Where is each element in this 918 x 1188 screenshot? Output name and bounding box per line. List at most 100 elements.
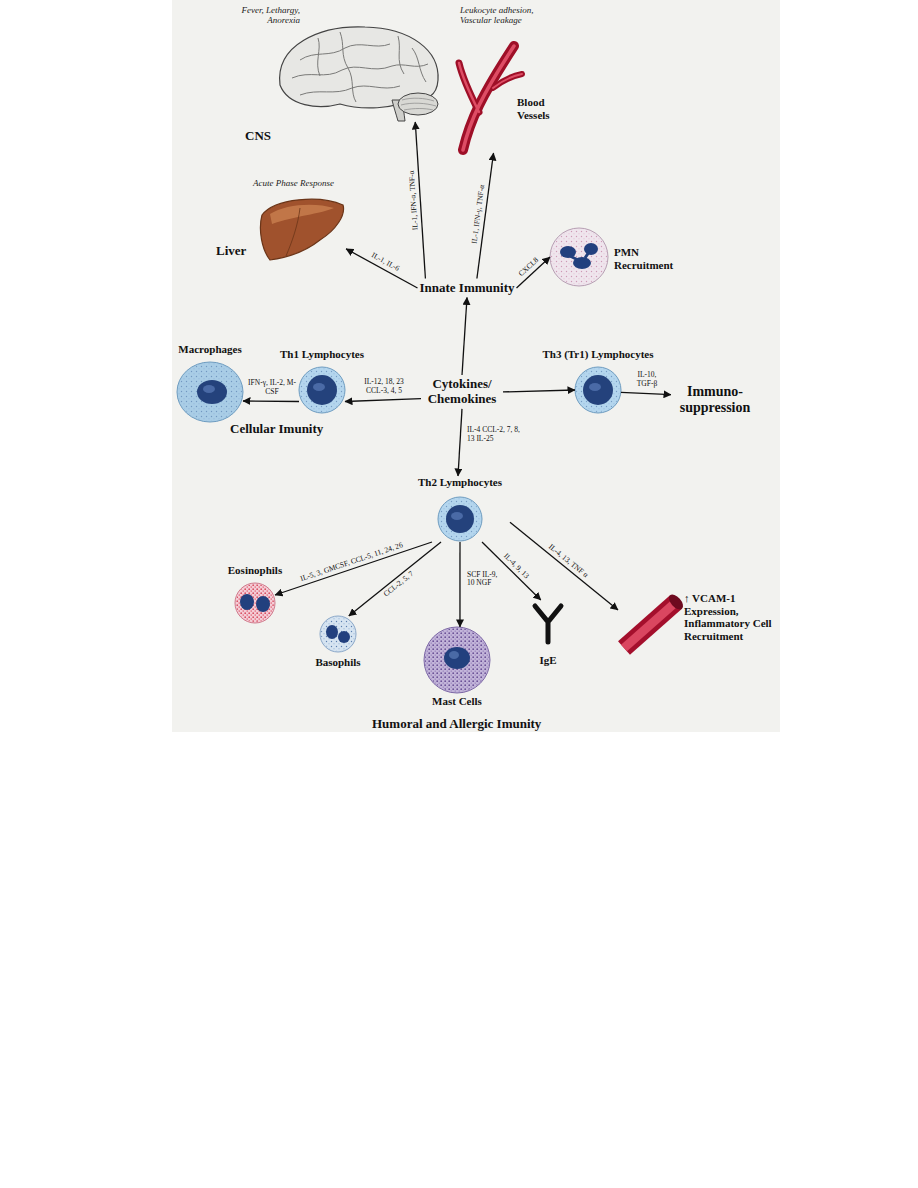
pathway-heading-text: Innate Immunity [420,281,515,296]
nucleus [307,375,337,405]
nucleus [583,375,613,405]
central-hub: Cytokines/ Chemokines [421,375,503,409]
outcome-text: Immuno- suppression [673,384,757,416]
cell-figure: Eosinophils [235,583,275,623]
folium [404,109,433,111]
cell-label: Th3 (Tr1) Lymphocytes [530,348,666,361]
figure-ground [172,0,780,732]
nucleus-lobe [240,594,254,610]
cell-body [235,583,275,623]
brain-illustration [280,27,438,121]
antibody-figure: IgE [530,600,566,648]
gyrus [292,64,428,78]
mast-cell [424,627,490,693]
vessel-branch [493,74,522,88]
liver-lobe [260,199,343,260]
cell-figure: Macrophages [177,362,243,422]
signal-arrow [243,400,299,402]
nucleus [197,380,227,404]
effect-note: Fever, Lethargy, Anorexia [228,5,300,26]
nucleus [444,647,470,669]
cytokine-label: IL-1, IFN-γ, TNF-α [471,184,488,246]
basophil-cell [320,616,356,652]
organ-label: Liver [216,244,246,259]
vessel-opening [666,592,685,612]
nucleolus [451,512,463,520]
vessel-wall [624,602,676,648]
cytokine-label: IFN-γ, IL-2, M-CSF [246,379,298,396]
vessel-highlight [459,63,479,112]
cell-body [438,497,482,541]
th3-cell [575,367,621,413]
eosinophil-cell [235,583,275,623]
vessel-branch [459,63,479,112]
cell-figure: Basophils [320,616,356,652]
cell-figure: Th1 Lymphocytes [299,367,345,413]
nucleus-bridge [570,252,589,261]
cell-body [177,362,243,422]
nucleus-lobe [326,625,338,639]
signal-arrow [503,390,575,392]
vcam-vessel-illustration [624,592,686,648]
signal-arrow [346,249,418,288]
cell-figure: Th2 Lymphocytes [410,476,510,542]
nucleolus [203,385,215,393]
gyrus [318,38,320,76]
cytokine-label: IL-4, 13, TNF α [546,542,590,580]
ige-antibody-symbol [535,606,561,642]
cell-body [320,616,356,652]
gyrus [300,44,390,60]
gyrus [412,48,426,82]
cell-label: Th2 Lymphocytes [410,476,510,489]
cytokine-label: IL-1, IFN-α, TNF-α [408,169,421,231]
liver-highlight [270,205,334,224]
cytokine-label: IL-10, TGF-β [631,371,663,388]
brain-figure: Fever, Lethargy, AnorexiaCNS [275,25,440,122]
vessel-figure: Leukocyte adhesion, Vascular leakageBloo… [455,38,525,153]
vessel-figure: ↑ VCAM-1 Expression, Inflammatory Cell R… [618,596,680,652]
central-sulcus [340,32,356,102]
cytokine-label: IL-5, 3, GMCSF, CCL-5, 11, 24, 26 [298,541,404,584]
nucleus-lobe [338,631,350,643]
cell-granules [576,368,620,412]
nucleolus [449,651,459,659]
effect-note: Leukocyte adhesion, Vascular leakage [460,5,552,26]
liver-illustration [260,199,343,260]
signal-arrow [462,297,467,375]
cell-granules [236,584,274,622]
signal-arrow [459,542,460,627]
cell-label: PMN Recruitment [614,246,684,271]
cell-body [550,228,608,286]
effect-label: ↑ VCAM-1 Expression, Inflammatory Cell R… [684,592,776,643]
cytokine-label: CCL-2, 5, 7 [381,569,416,599]
pmn-cell [550,228,608,286]
cerebellum-folia [401,98,436,110]
effect-note: Acute Phase Response [253,178,334,188]
cytokine-label: CXCL8 [516,256,541,280]
cytokine-label: IL-1, IL-6 [369,251,402,274]
cell-figure: PMN Recruitment [550,228,608,286]
connector-group [243,122,671,627]
vessel-highlight [463,46,514,150]
section-heading: Cellular Imunity [230,421,323,437]
cell-label: Basophils [306,656,370,669]
cell-body [424,627,490,693]
cell-label: Th1 Lymphocytes [272,348,372,361]
organ-label: CNS [245,129,271,144]
nucleolus [313,383,325,391]
cell-figure: Mast Cells [424,627,490,693]
cell-granules [321,617,355,651]
signal-arrow [510,522,618,610]
gyrus [300,86,400,95]
vessel-lumen [624,602,676,648]
nucleolus [589,383,601,391]
vessel-highlight [493,74,522,88]
organ-label: Blood Vessels [517,96,567,121]
liver-fissure [286,208,300,256]
outcome-heading: Immuno- suppression [671,382,759,418]
cytokine-label: IL-4 CCL-2, 7, 8, 13 IL-25 [466,426,524,443]
cell-granules [551,229,607,285]
